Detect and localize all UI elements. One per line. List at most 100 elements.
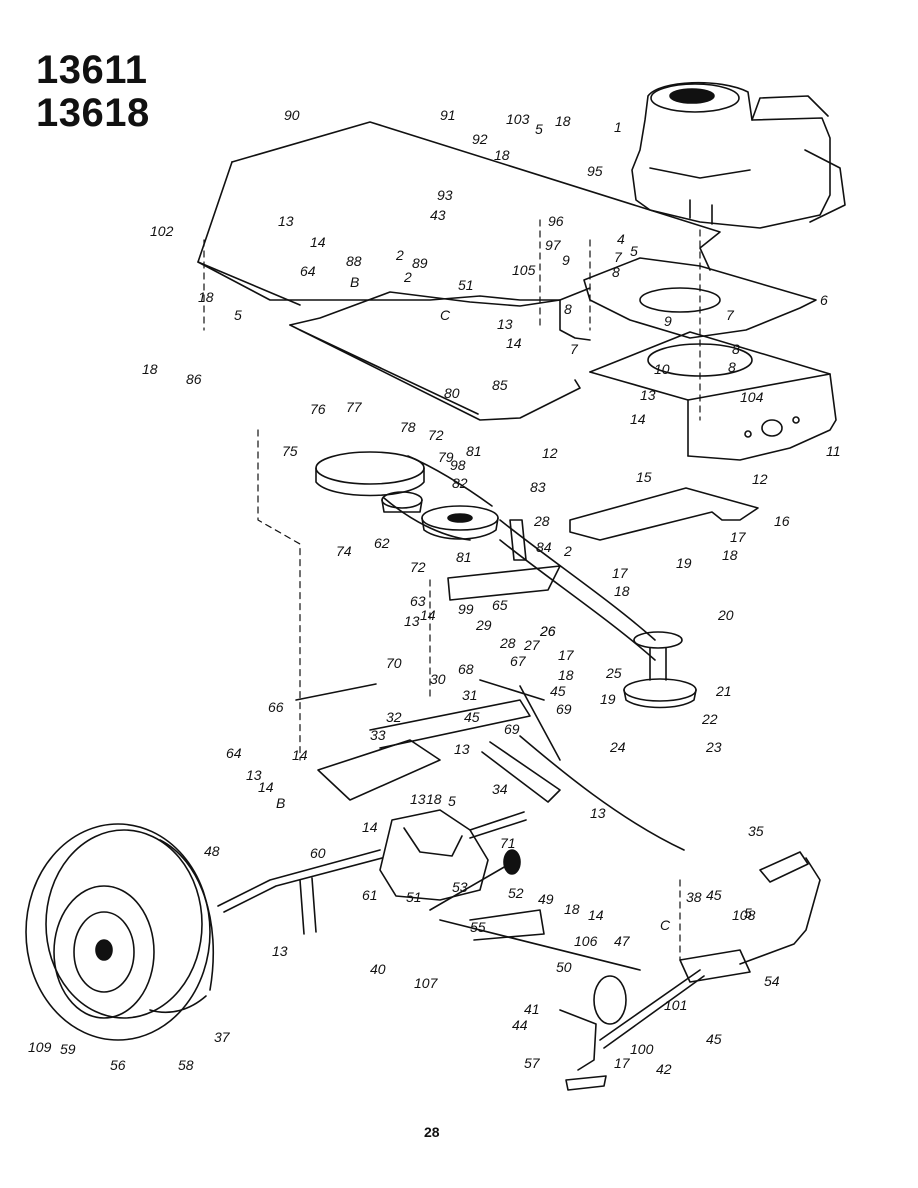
callout: 90 — [284, 107, 300, 123]
callout: 42 — [656, 1061, 672, 1077]
callout: 28 — [499, 635, 516, 651]
callout: 76 — [310, 401, 326, 417]
callout: 14 — [506, 335, 522, 351]
callout: 93 — [437, 187, 453, 203]
callout: 109 — [28, 1039, 52, 1055]
callout: 66 — [268, 699, 284, 715]
callout: 13 — [404, 613, 420, 629]
callout: 18 — [142, 361, 158, 377]
callout: B — [276, 795, 285, 811]
callout: 61 — [362, 887, 378, 903]
callout: 79 — [438, 449, 454, 465]
callout: 13 — [410, 791, 426, 807]
callout: 31 — [462, 687, 478, 703]
callout: 101 — [664, 997, 687, 1013]
callout: 45 — [550, 683, 566, 699]
callout: 18 — [555, 113, 571, 129]
callout: 1 — [614, 119, 622, 135]
callout: 62 — [374, 535, 390, 551]
callout: 74 — [336, 543, 352, 559]
callout: 14 — [588, 907, 604, 923]
callout: 7 — [570, 341, 579, 357]
callout: 67 — [510, 653, 527, 669]
callout: 96 — [548, 213, 564, 229]
callout: 18 — [722, 547, 738, 563]
callout: 20 — [717, 607, 734, 623]
transaxle — [217, 739, 527, 935]
callout: 83 — [530, 479, 546, 495]
callout: 21 — [715, 683, 732, 699]
upper-frame — [197, 121, 721, 421]
callout: 10 — [654, 361, 670, 377]
callout: 56 — [110, 1057, 126, 1073]
callout: 45 — [706, 1031, 722, 1047]
callout: 51 — [458, 277, 474, 293]
callout: 75 — [282, 443, 298, 459]
callout: 108 — [732, 907, 756, 923]
callout: 2 — [403, 269, 412, 285]
callout: 72 — [410, 559, 426, 575]
callout: 6 — [820, 292, 828, 308]
callout: 11 — [826, 443, 841, 459]
callout: 9 — [664, 313, 672, 329]
callout: 25 — [605, 665, 622, 681]
callout: 41 — [524, 1001, 540, 1017]
model-number-13611: 13611 — [36, 48, 148, 92]
callout: 65 — [492, 597, 508, 613]
callout: 17 — [614, 1055, 631, 1071]
callout: 63 — [410, 593, 426, 609]
callout: 18 — [426, 791, 442, 807]
callout: 8 — [732, 341, 740, 357]
callout: 102 — [150, 223, 174, 239]
callout: 5 — [535, 121, 543, 137]
callout: 92 — [472, 131, 488, 147]
pulley-21 — [623, 631, 697, 709]
callout: 86 — [186, 371, 202, 387]
callout: 5 — [448, 793, 456, 809]
callout: 14 — [630, 411, 646, 427]
callout: 23 — [705, 739, 722, 755]
callout: 85 — [492, 377, 508, 393]
shift-lever — [429, 849, 521, 911]
callout: 32 — [386, 709, 402, 725]
callout: 69 — [556, 701, 572, 717]
bracket — [569, 487, 759, 541]
callout: 103 — [506, 111, 530, 127]
callout: 33 — [370, 727, 386, 743]
callout: 16 — [774, 513, 790, 529]
callout: 8 — [612, 264, 620, 280]
callout: 27 — [523, 637, 541, 653]
callout: 8 — [728, 359, 736, 375]
callout: 51 — [406, 889, 422, 905]
callout: 58 — [178, 1057, 194, 1073]
callout: 59 — [60, 1041, 76, 1057]
callout: 2 — [395, 247, 404, 263]
callout: 48 — [204, 843, 220, 859]
lever-assembly — [439, 851, 821, 1091]
page-number: 28 — [424, 1124, 440, 1140]
callout: 64 — [300, 263, 316, 279]
callout: 14 — [292, 747, 308, 763]
callout: C — [440, 307, 451, 323]
callout: 14 — [258, 779, 274, 795]
callout: 72 — [428, 427, 444, 443]
callout: 19 — [600, 691, 616, 707]
callout: 18 — [558, 667, 574, 683]
callout: 12 — [542, 445, 558, 461]
callout: 28 — [533, 513, 550, 529]
callout: 49 — [538, 891, 554, 907]
callout: 55 — [470, 919, 486, 935]
callout: 17 — [612, 565, 629, 581]
callout: 95 — [587, 163, 603, 179]
callout: 18 — [614, 583, 630, 599]
mounting-plate — [583, 257, 817, 339]
callout: 44 — [512, 1017, 528, 1033]
callout: 17 — [730, 529, 747, 545]
callout: 14 — [310, 234, 326, 250]
callout: 5 — [630, 243, 638, 259]
callout-numbers: 90 91 103 5 18 1 92 18 95 93 96 4 5 43 9… — [28, 107, 841, 1077]
callout: 40 — [370, 961, 386, 977]
callout: 45 — [706, 887, 722, 903]
callout: 88 — [346, 253, 362, 269]
